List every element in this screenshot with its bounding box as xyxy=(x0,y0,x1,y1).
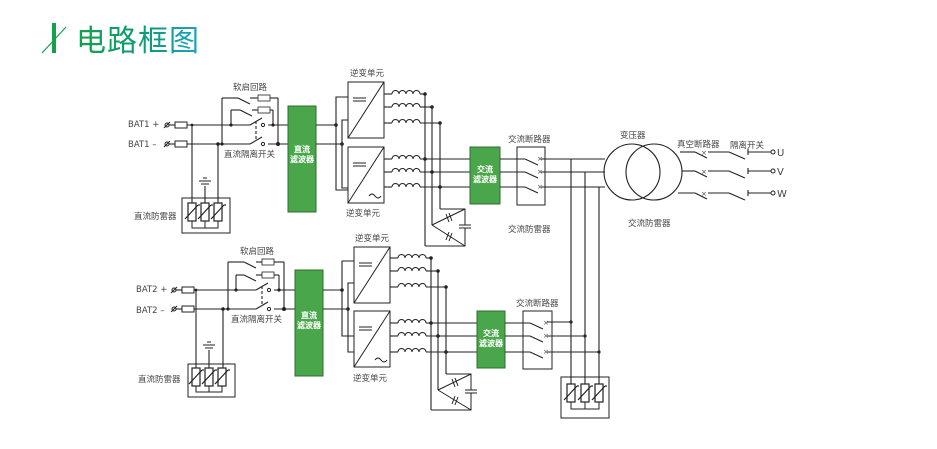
bat2-neg-label: BAT2 – xyxy=(136,306,165,316)
dc-surge-label: 直流防雷器 xyxy=(134,211,177,222)
dc-switch-label: 直流隔离开关 xyxy=(231,314,283,325)
inverter-bottom-label: 逆变单元 xyxy=(353,373,388,384)
bat1-neg-label: BAT1 – xyxy=(128,140,157,150)
ac-filter-label-1: 交流 xyxy=(483,328,499,338)
inverter-bottom-label: 逆变单元 xyxy=(346,208,381,219)
svg-text:×: × xyxy=(701,190,707,198)
inverter-unit xyxy=(347,81,385,139)
phase-v-label: V xyxy=(777,167,784,178)
inverter-unit xyxy=(353,310,391,368)
bat2-pos-label: BAT2 + xyxy=(136,285,167,295)
ac-filter-block xyxy=(476,310,506,369)
transformer-label: 变压器 xyxy=(620,130,646,141)
phase-w-label: W xyxy=(777,189,787,200)
dc-filter-label-2: 滤波器 xyxy=(297,320,322,330)
ac-busbars xyxy=(570,159,600,400)
svg-text:×: × xyxy=(543,348,549,356)
bat1-pos-label: BAT1 + xyxy=(128,120,159,130)
dc-filter-label-1: 直流 xyxy=(294,144,310,154)
svg-text:×: × xyxy=(537,168,543,176)
dc-surge-label: 直流防雷器 xyxy=(138,374,181,385)
svg-text:×: × xyxy=(537,155,543,163)
inverter-top-label: 逆变单元 xyxy=(350,68,385,79)
svg-text:×: × xyxy=(543,332,549,340)
dc-filter-block xyxy=(294,269,324,377)
dc-filter-label-1: 直流 xyxy=(301,310,317,320)
inverter-top-label: 逆变单元 xyxy=(355,233,390,244)
dc-switch-label: 直流隔离开关 xyxy=(224,149,276,160)
terminal-u xyxy=(770,149,776,155)
fuse-icon xyxy=(174,121,188,129)
ac-filter-label-1: 交流 xyxy=(477,164,493,174)
page-title: 电路框图 xyxy=(76,16,200,60)
transformer xyxy=(603,143,683,201)
svg-text:×: × xyxy=(701,149,707,157)
svg-text:×: × xyxy=(543,319,549,327)
ac-filter-label-2: 滤波器 xyxy=(473,174,498,184)
branch-2: BAT2 + BAT2 – xyxy=(136,233,599,411)
ac-filter-label-2: 滤波器 xyxy=(479,338,504,348)
title-slash-icon xyxy=(40,21,70,55)
isolating-switch-label: 隔离开关 xyxy=(730,140,765,151)
bat1-terminals xyxy=(163,121,171,148)
ac-surge-arrester xyxy=(560,376,610,419)
dc-filter-block xyxy=(287,105,317,213)
vacuum-breaker-label: 真空断路器 xyxy=(677,139,720,150)
terminal-w xyxy=(770,190,776,196)
ac-breaker: × × × xyxy=(500,146,605,206)
dc-filter-label-2: 滤波器 xyxy=(290,154,315,164)
inverter-unit xyxy=(353,246,391,304)
dc-surge-arrester xyxy=(181,177,231,234)
output-switchgear xyxy=(678,149,771,201)
ac-surge-label: 交流防雷器 xyxy=(508,224,551,235)
transformer-surge-label: 交流防雷器 xyxy=(628,218,671,229)
svg-text:×: × xyxy=(701,168,707,176)
ac-breaker-label: 交流断路器 xyxy=(508,134,551,145)
page-header: 电路框图 xyxy=(40,16,200,60)
terminal-v xyxy=(770,168,776,174)
soft-start-label: 软启回路 xyxy=(233,82,268,93)
soft-start-label: 软启回路 xyxy=(240,246,275,257)
ac-filter-block xyxy=(469,146,501,205)
phase-u-label: U xyxy=(777,148,784,159)
capacitor-delta xyxy=(425,208,471,247)
ac-breaker: × × × xyxy=(505,310,599,370)
fuse-icon xyxy=(174,140,188,148)
inverter-unit xyxy=(347,146,385,204)
branch-1: BAT1 + BAT1 – xyxy=(128,68,605,247)
svg-text:×: × xyxy=(537,183,543,191)
capacitor-delta xyxy=(431,373,477,411)
ac-breaker-label: 交流断路器 xyxy=(516,298,559,309)
dc-surge-arrester xyxy=(187,341,236,398)
